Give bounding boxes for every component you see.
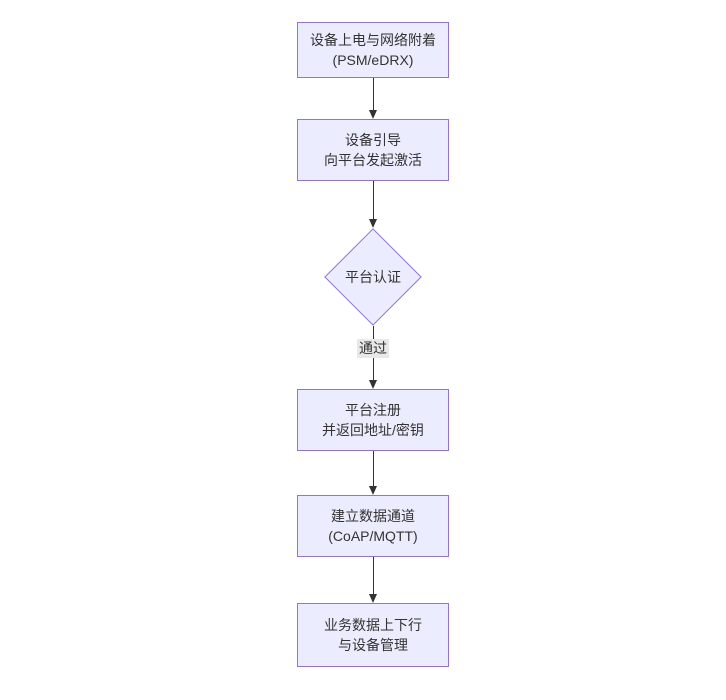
node-line: 业务数据上下行	[324, 617, 422, 633]
edge-bootstrap-to-auth	[297, 181, 449, 228]
node-business-data: 业务数据上下行 与设备管理	[297, 603, 449, 667]
node-line: 向平台发起激活	[324, 152, 422, 168]
node-platform-register: 平台注册 并返回地址/密钥	[297, 389, 449, 451]
node-line: 平台注册	[345, 402, 401, 418]
arrowhead-icon	[369, 110, 377, 119]
node-line: (PSM/eDRX)	[332, 52, 414, 68]
node-line: 建立数据通道	[331, 508, 415, 524]
node-device-bootstrap: 设备引导 向平台发起激活	[297, 119, 449, 181]
arrowhead-icon	[369, 219, 377, 228]
edge-attach-to-bootstrap	[297, 78, 449, 119]
edge-label-pass: 通过	[357, 339, 389, 358]
edge-channel-to-business	[297, 557, 449, 603]
node-line: 与设备管理	[338, 637, 408, 653]
edge-line	[372, 181, 374, 219]
edge-register-to-channel	[297, 451, 449, 495]
arrowhead-icon	[369, 380, 377, 389]
node-line: 设备上电与网络附着	[310, 32, 436, 48]
arrowhead-icon	[369, 486, 377, 495]
arrowhead-icon	[369, 594, 377, 603]
edge-auth-to-register: 通过	[297, 326, 449, 389]
node-power-network-attach: 设备上电与网络附着 (PSM/eDRX)	[297, 22, 449, 78]
edge-line	[372, 557, 374, 594]
edge-line	[372, 78, 374, 110]
node-line: (CoAP/MQTT)	[328, 528, 418, 544]
decision-platform-auth: 平台认证	[324, 228, 422, 326]
node-line: 并返回地址/密钥	[322, 422, 424, 438]
edge-line	[372, 451, 374, 486]
node-line: 设备引导	[345, 132, 401, 148]
flow-column: 设备上电与网络附着 (PSM/eDRX) 设备引导 向平台发起激活 平台认证 通…	[297, 22, 449, 667]
node-data-channel: 建立数据通道 (CoAP/MQTT)	[297, 495, 449, 557]
decision-label: 平台认证	[345, 269, 401, 285]
